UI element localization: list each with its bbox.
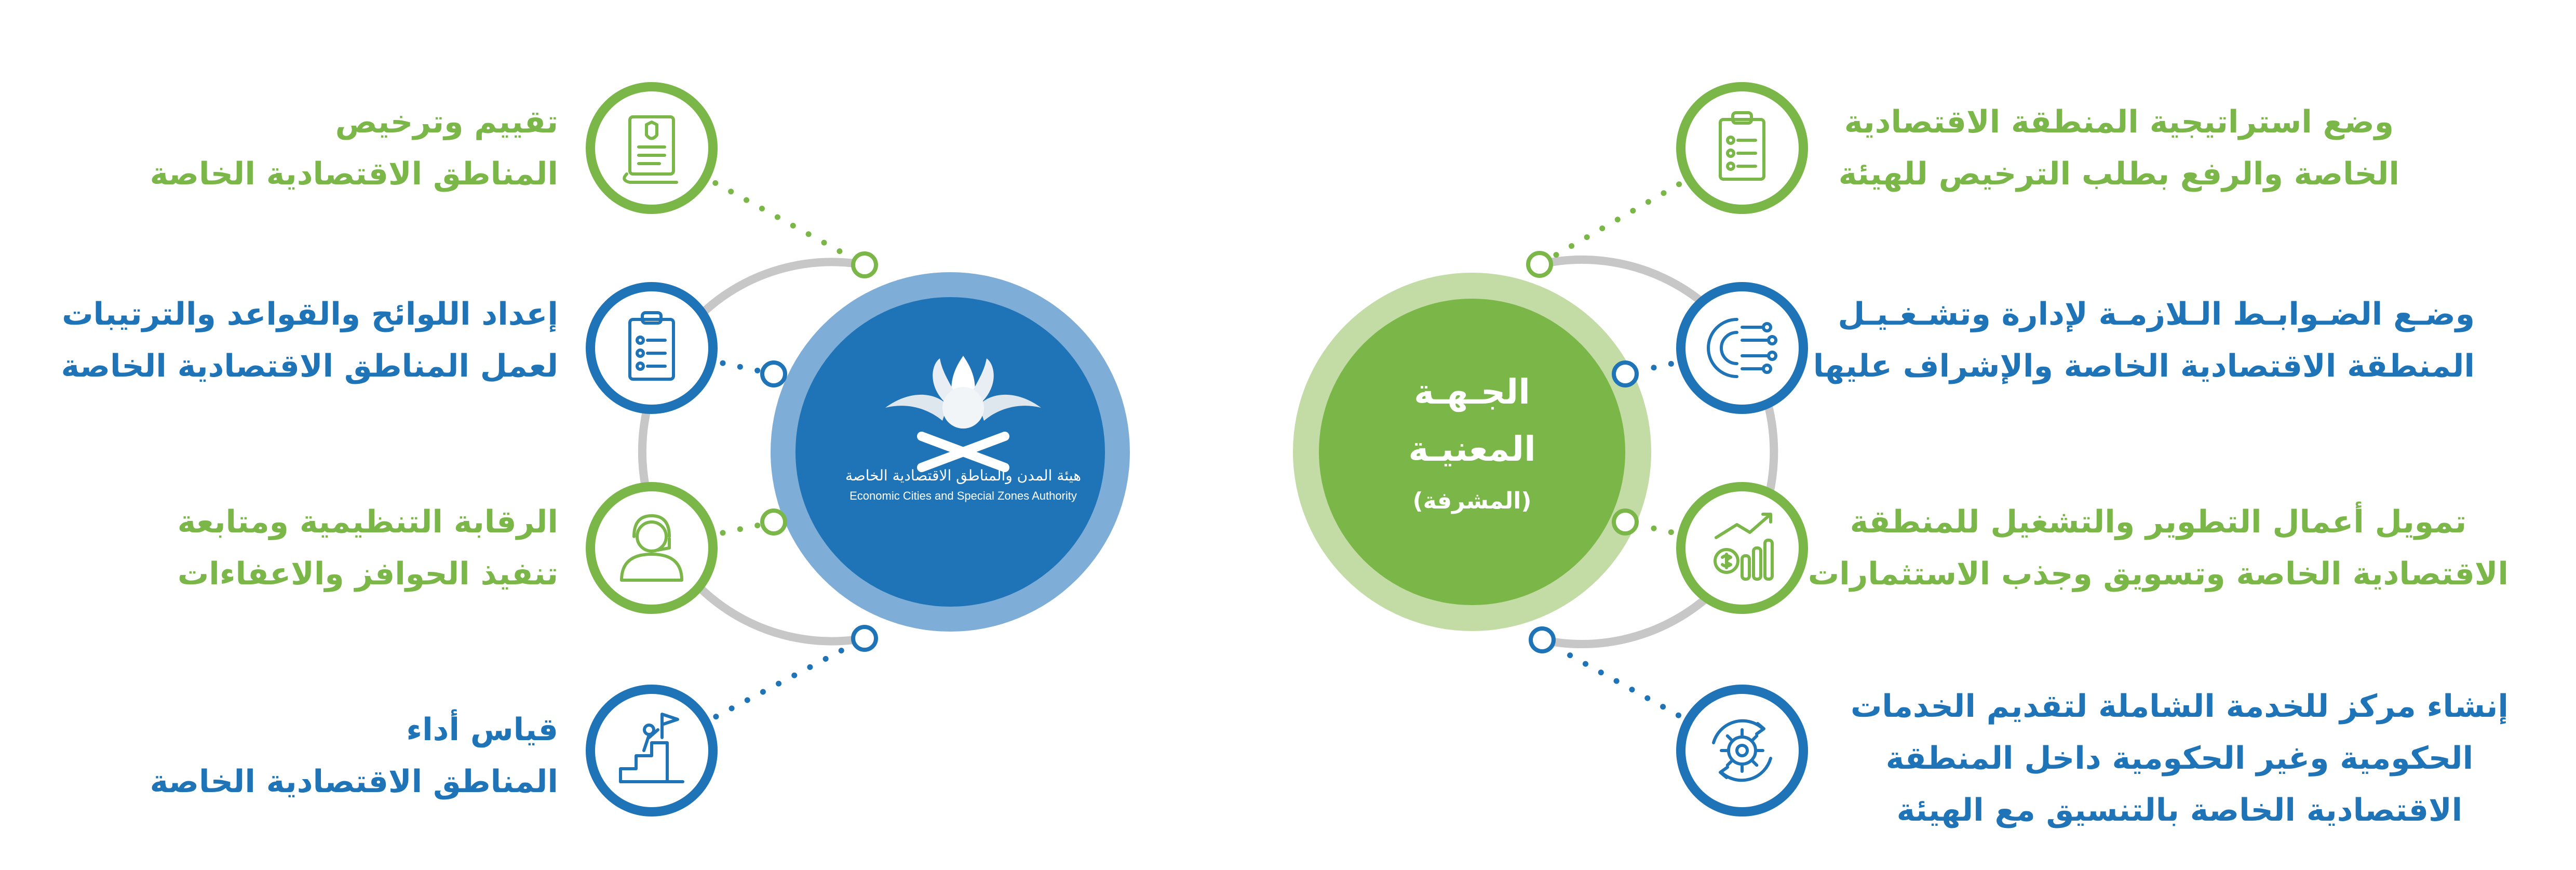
right-item-4-line2: الحكومية وغير الحكومية داخل المنطقة [1885,740,2474,777]
right-item-4-connector [1552,644,1681,718]
responsible-party-title: الجـهـة المعنيـة [1368,364,1576,478]
right-item-1-line2: الخاصة والرفع بطلب الترخيص للهيئة [1838,156,2399,192]
left-item-3-icon-ring [586,482,718,614]
right-item-4-icon-ring [1676,685,1808,817]
responsible-party-title-line1: الجـهـة [1414,372,1530,412]
left-item-1-text: تقييم وترخيص المناطق الاقتصادية الخاصة [150,96,558,200]
left-item-2-line1: إعداد اللوائح والقواعد والترتيبات [62,296,558,332]
right-item-3-connector [1636,522,1674,536]
left-item-4-line2: المناطق الاقتصادية الخاصة [150,764,558,800]
right-cluster [1293,255,1778,648]
left-item-4-text: قياس أداء المناطق الاقتصادية الخاصة [150,704,558,808]
left-item-2-line2: لعمل المناطق الاقتصادية الخاصة [61,348,558,384]
left-item-3-connector [720,522,763,536]
left-item-2-text: إعداد اللوائح والقواعد والترتيبات لعمل ا… [61,288,558,392]
right-outer-arc [1539,255,1778,648]
right-item-1-text: وضع استراتيجية المنطقة الاقتصادية الخاصة… [1839,96,2399,200]
left-cluster: هيئة المدن والمناطق الاقتصادية الخاصة Ec… [638,258,1130,646]
investment-chart-icon [1714,513,1774,581]
strategy-clipboard-icon [1719,111,1765,181]
support-agent-icon [620,514,683,582]
license-document-icon [623,115,678,184]
right-item-4-text: إنشاء مركز للخدمة الشاملة لتقديم الخدمات… [1851,680,2508,836]
right-item-3-line1: تمويل أعمال التطوير والتشغيل للمنطقة [1850,504,2467,540]
left-item-4-line1: قياس أداء [406,712,558,748]
item-icons [586,82,1808,817]
left-item-4-node [851,625,878,652]
left-item-3-line1: الرقابة التنظيمية ومتابعة [177,504,558,540]
right-item-1-icon-ring [1676,82,1808,214]
left-item-2-node [760,360,787,387]
performance-stairs-icon [619,713,684,783]
right-item-4-line1: إنشاء مركز للخدمة الشاملة لتقديم الخدمات [1850,688,2508,725]
right-item-2-line1: وضـع الضـوابـط الـلازمـة لإدارة وتشـغـيـ… [1838,296,2475,332]
right-item-2-line2: المنطقة الاقتصادية الخاصة والإشراف عليها [1813,348,2475,384]
right-item-1-line1: وضع استراتيجية المنطقة الاقتصادية [1844,104,2394,140]
responsible-party-title-line2: المعنيـة [1408,429,1536,469]
left-item-3-node [760,508,787,536]
right-item-3-line2: الاقتصادية الخاصة وتسويق وجذب الاستثمارا… [1808,556,2508,592]
left-item-1-connector [712,180,855,261]
authority-name-ar: هيئة المدن والمناطق الاقتصادية الخاصة [845,467,1081,484]
right-item-3-icon-ring [1676,482,1808,614]
responsible-party-subtitle: (المشرفة) [1412,488,1532,514]
right-hub-core [1319,299,1625,605]
right-item-2-connector [1636,360,1674,374]
left-item-1-line1: تقييم وترخيص [335,104,558,140]
right-item-2-text: وضـع الضـوابـط الـلازمـة لإدارة وتشـغـيـ… [1813,288,2475,392]
left-item-2-icon-ring [586,282,718,414]
left-item-1-node [851,251,878,278]
circuit-gear-icon [1707,318,1777,378]
right-item-4-node [1529,626,1556,653]
gear-cycle-icon [1712,719,1772,782]
right-item-3-text: تمويل أعمال التطوير والتشغيل للمنطقة الا… [1808,496,2508,600]
left-item-1-line2: المناطق الاقتصادية الخاصة [150,156,558,192]
connector-nodes [712,180,1682,720]
right-item-3-node [1612,508,1639,536]
right-item-1-node [1526,251,1553,278]
clipboard-checklist-icon [628,311,675,381]
right-item-2-icon-ring [1676,282,1808,414]
left-outer-arc [638,258,866,646]
left-item-3-line2: تنفيذ الحوافز والاعفاءات [177,556,558,592]
left-item-2-connector [720,360,763,374]
authority-name-en: Economic Cities and Special Zones Author… [849,489,1077,502]
right-item-4-line3: الاقتصادية الخاصة بالتنسيق مع الهيئة [1896,792,2463,828]
left-item-4-connector [713,642,855,720]
right-item-1-connector [1549,181,1682,260]
ecza-logo-icon [885,356,1041,472]
left-item-3-text: الرقابة التنظيمية ومتابعة تنفيذ الحوافز … [178,496,558,600]
right-item-2-node [1612,360,1639,387]
